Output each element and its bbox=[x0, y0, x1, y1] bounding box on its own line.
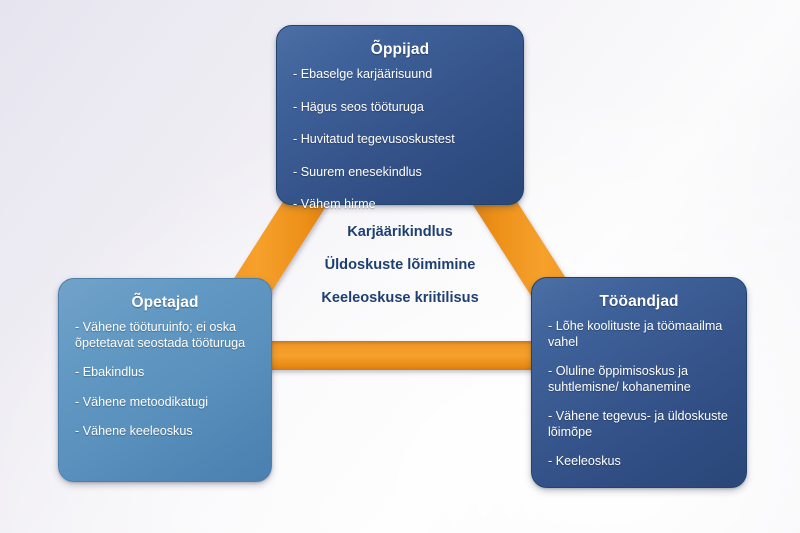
list-item: - Ebakindlus bbox=[75, 365, 145, 379]
list-item: - Huvitatud tegevusoskustest bbox=[293, 132, 455, 146]
list-item: - Ebaselge karjäärisuund bbox=[293, 67, 433, 81]
connector-teachers-employers bbox=[262, 341, 546, 370]
node-teachers[interactable]: Õpetajad - Vähene tööturuinfo; ei oska õ… bbox=[58, 278, 272, 482]
list-item: - Suurem enesekindlus bbox=[293, 164, 422, 179]
list-item: - Hägus seos tööturuga bbox=[293, 99, 424, 114]
list-item: - Vähene tegevus- ja üldoskuste lõimõpe bbox=[548, 409, 728, 439]
node-learners-title: Õppijad bbox=[370, 41, 430, 58]
list-item: - Vähene metoodikatugi bbox=[75, 394, 209, 409]
center-theme-3: Keeleoskuse kriitilisus bbox=[321, 290, 479, 306]
center-key-themes: Karjäärikindlus Üldoskuste lõimimine Kee… bbox=[280, 224, 520, 307]
list-item: - Lõhe koolituste ja töömaailma vahel bbox=[548, 319, 723, 349]
node-learners[interactable]: Õppijad - Ebaselge karjäärisuund - Hägus… bbox=[276, 25, 524, 211]
list-item: - Vähene keeleoskus bbox=[75, 424, 193, 438]
node-employers-title: Tööandjad bbox=[599, 293, 679, 310]
node-employers-list: - Lõhe koolituste ja töömaailma vahel - … bbox=[548, 319, 730, 470]
list-item: - Vähem hirme bbox=[293, 197, 376, 211]
center-theme-1: Karjäärikindlus bbox=[347, 224, 453, 240]
node-teachers-list: - Vähene tööturuinfo; ei oska õpetetavat… bbox=[75, 320, 255, 440]
center-theme-2: Üldoskuste lõimimine bbox=[324, 257, 476, 273]
node-learners-list: - Ebaselge karjäärisuund - Hägus seos tö… bbox=[293, 67, 507, 213]
list-item: - Vähene tööturuinfo; ei oska õpetetavat… bbox=[75, 320, 246, 350]
list-item: - Keeleoskus bbox=[548, 454, 621, 468]
list-item: - Oluline õppimisoskus ja suhtlemisne/ k… bbox=[548, 364, 691, 394]
node-employers[interactable]: Tööandjad - Lõhe koolituste ja töömaailm… bbox=[531, 277, 747, 488]
node-teachers-title: Õpetajad bbox=[131, 294, 199, 311]
